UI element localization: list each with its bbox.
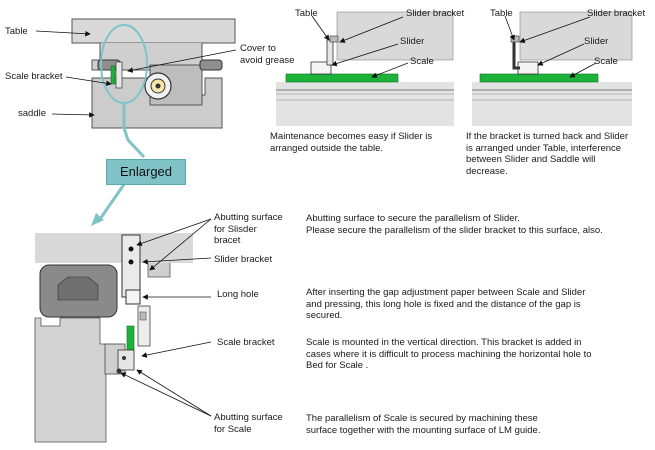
table-label-right: Table: [490, 8, 513, 19]
slider-bracket-callout: Slider bracket: [214, 254, 273, 265]
scale-bracket-label: Scale bracket: [5, 71, 63, 82]
abutting-slider-description: Abutting surface to secure the paralleli…: [306, 213, 603, 236]
enlarged-badge: Enlarged: [106, 159, 186, 185]
caption-mid: Maintenance becomes easy if Slider is ar…: [270, 131, 433, 154]
slider-label-right: Slider: [584, 36, 609, 47]
slider-label-mid: Slider: [400, 36, 425, 47]
top-middle-section: [276, 11, 454, 126]
slider-bracket-label-right: Slider bracket: [587, 8, 646, 19]
enlarged-view: [34, 218, 212, 443]
abutting-scale-callout: Abutting surface for Scale: [214, 412, 283, 435]
scale-label-mid: Scale: [410, 56, 434, 67]
slider-bracket-label-mid: Slider bracket: [406, 8, 465, 19]
saddle-label: saddle: [18, 108, 46, 119]
top-right-section: [472, 11, 633, 126]
long-hole-callout: Long hole: [217, 289, 259, 300]
scale-bracket-callout: Scale bracket: [217, 337, 275, 348]
top-left-cross-section: [35, 18, 237, 226]
scale-bracket-description: Scale is mounted in the vertical directi…: [306, 337, 592, 371]
cover-label: Cover to avoid grease: [240, 43, 295, 66]
table-label-mid: Table: [295, 8, 318, 19]
long-hole-description: After inserting the gap adjustment paper…: [306, 287, 586, 321]
table-label: Table: [5, 26, 28, 37]
caption-right: If the bracket is turned back and Slider…: [466, 131, 629, 177]
scale-label-right: Scale: [594, 56, 618, 67]
abutting-scale-description: The parallelism of Scale is secured by m…: [306, 413, 541, 436]
abutting-slider-callout: Abutting surface for Slisder bracet: [214, 212, 283, 246]
